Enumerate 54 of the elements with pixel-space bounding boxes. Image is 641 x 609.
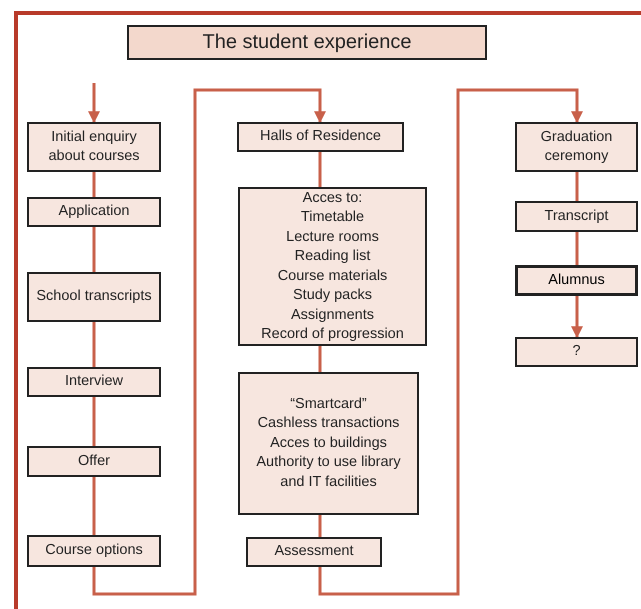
process-box xyxy=(237,122,404,152)
arrow xyxy=(92,88,326,596)
connector-line xyxy=(92,227,96,272)
process-box xyxy=(27,122,161,172)
connector-line xyxy=(318,346,322,372)
box-text: ? xyxy=(571,342,582,362)
box-text: Assignments xyxy=(290,306,375,324)
box-text: Application xyxy=(58,202,130,222)
box-text: Timetable xyxy=(300,208,366,227)
box-text: Initial enquiry about courses xyxy=(47,128,141,166)
process-box xyxy=(246,537,382,567)
connector-line xyxy=(92,322,96,367)
box-text: Interview xyxy=(64,372,124,392)
box-text: Halls of Residence xyxy=(259,127,382,146)
box-text: Study packs xyxy=(292,286,373,305)
process-box xyxy=(238,372,419,515)
box-text: Record of progression xyxy=(260,325,405,344)
box-text: Authority to use library and IT facilities xyxy=(255,453,402,492)
box-text: The student experience xyxy=(201,32,413,52)
arrow xyxy=(318,88,583,596)
process-box xyxy=(515,265,638,296)
connector-line xyxy=(318,515,322,537)
connector-line xyxy=(576,232,578,265)
arrow xyxy=(571,296,583,338)
process-box xyxy=(27,272,161,322)
process-box xyxy=(27,367,161,397)
box-text: Offer xyxy=(77,452,111,471)
box-text: Course materials xyxy=(276,266,388,286)
connector-line xyxy=(92,477,96,535)
connector-line xyxy=(318,152,322,187)
box-text: Assessment xyxy=(274,542,354,562)
process-box xyxy=(515,337,638,367)
box-text: School transcripts xyxy=(35,287,153,306)
box-text: Reading list xyxy=(294,247,372,266)
title-box xyxy=(127,25,487,60)
box-text: “Smartcard” xyxy=(289,394,368,414)
connector-line xyxy=(576,172,578,201)
box-text: Graduation ceremony xyxy=(540,128,614,166)
process-box xyxy=(27,197,161,227)
connector-line xyxy=(92,397,96,446)
connector-line xyxy=(92,172,96,197)
box-text: Acces to: xyxy=(302,188,364,208)
process-box xyxy=(515,122,638,172)
box-text: Transcript xyxy=(544,206,610,226)
box-text: Alumnus xyxy=(547,270,606,290)
process-box xyxy=(238,187,427,346)
box-text: Course options xyxy=(44,541,144,560)
process-box xyxy=(27,446,161,477)
box-text: Acces to buildings xyxy=(269,434,388,453)
process-box xyxy=(27,535,161,567)
arrow xyxy=(88,83,100,124)
box-text: Cashless transactions xyxy=(256,414,400,434)
process-box xyxy=(515,201,638,232)
box-text: Lecture rooms xyxy=(285,228,380,246)
